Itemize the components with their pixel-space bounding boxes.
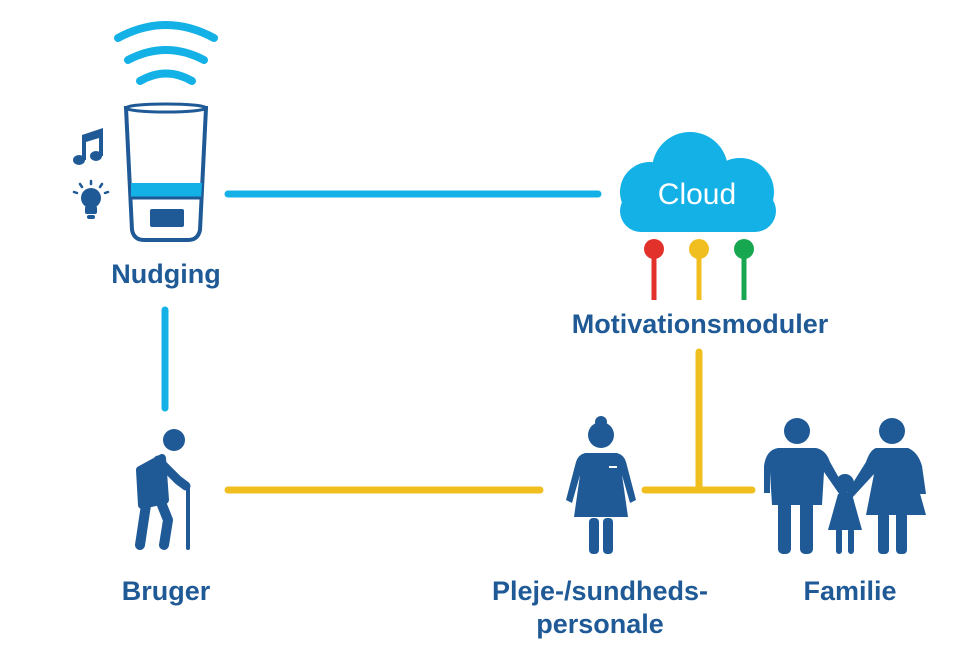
nudging-label: Nudging bbox=[111, 259, 221, 289]
family-label: Familie bbox=[803, 576, 897, 606]
cloud-icon bbox=[620, 132, 776, 232]
staff-label-line2: personale bbox=[536, 609, 664, 639]
motivation-module-red-pin bbox=[644, 239, 664, 300]
staff-label: Pleje-/sundheds- personale bbox=[440, 575, 760, 641]
motivation-modules-label: Motivationsmoduler bbox=[571, 309, 829, 339]
nurse-icon bbox=[566, 416, 636, 554]
elderly-user-icon bbox=[135, 429, 191, 550]
wifi-icon bbox=[114, 21, 218, 85]
user-label: Bruger bbox=[121, 576, 211, 606]
motivation-module-yellow-pin bbox=[689, 239, 709, 300]
light-bulb-icon bbox=[72, 179, 110, 219]
cloud-label: Cloud bbox=[658, 178, 736, 211]
smart-glass-icon bbox=[123, 102, 209, 242]
music-note-icon bbox=[73, 128, 103, 165]
family-icon bbox=[764, 418, 926, 554]
motivation-module-green-pin bbox=[734, 239, 754, 300]
staff-label-line1: Pleje-/sundheds- bbox=[491, 576, 709, 606]
